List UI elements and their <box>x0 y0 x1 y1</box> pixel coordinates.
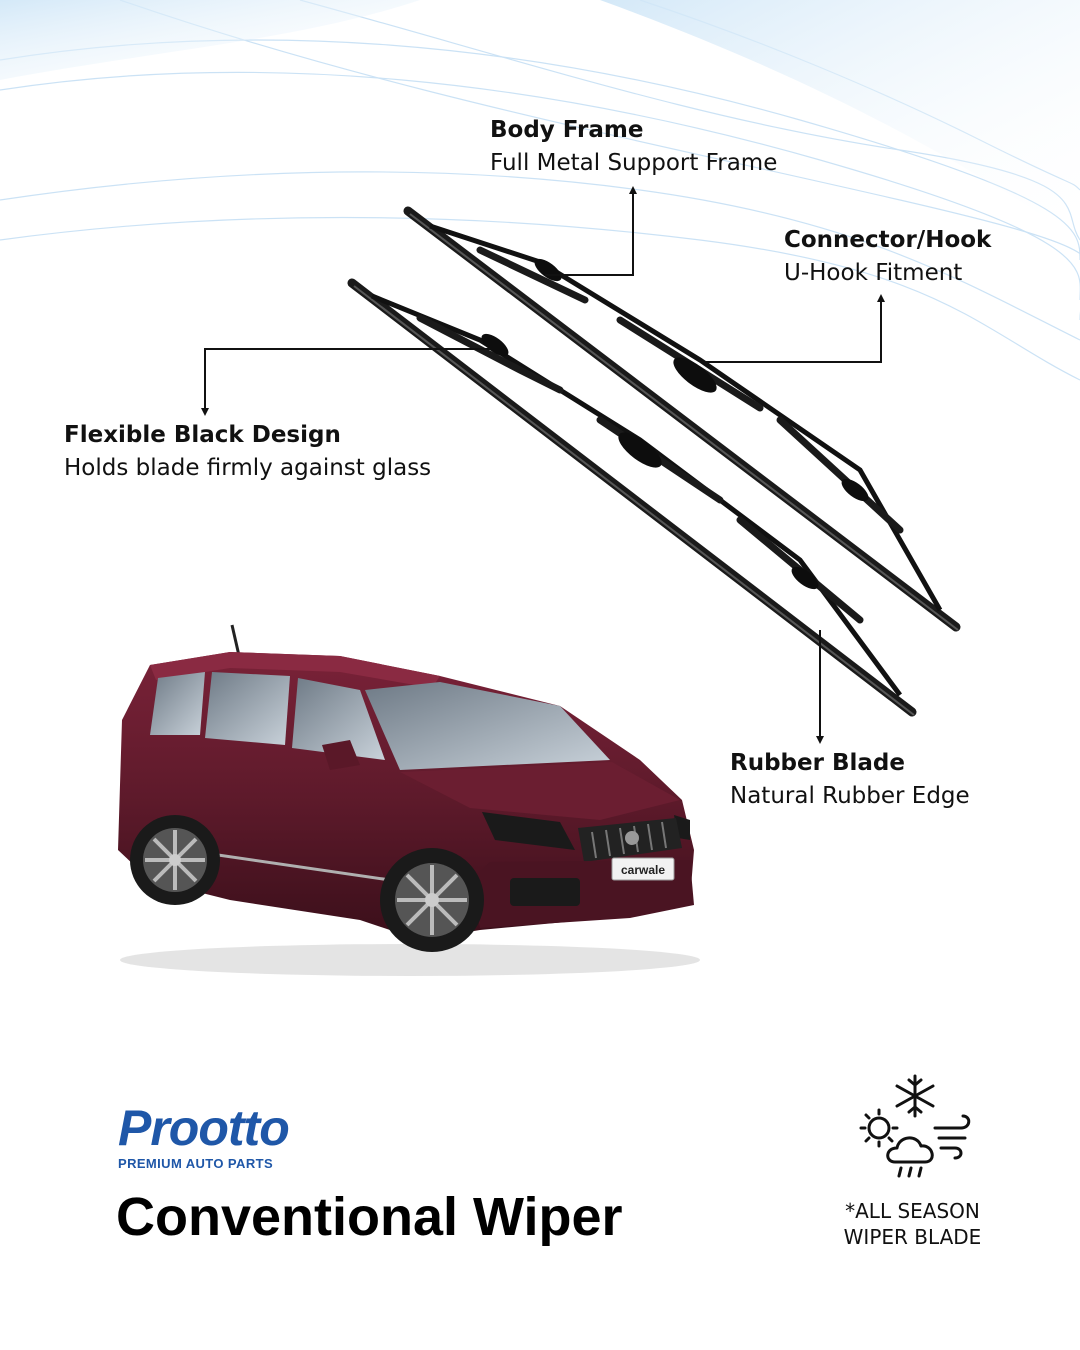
callout-flexible: Flexible Black Design Holds blade firmly… <box>64 419 431 485</box>
callout-title: Connector/Hook <box>784 227 992 253</box>
number-plate-text: carwale <box>621 863 665 877</box>
wiper-blade-upper <box>403 206 961 632</box>
season-line1: *ALL SEASON <box>845 1199 980 1223</box>
callout-title: Flexible Black Design <box>64 422 341 448</box>
callout-subtitle: Full Metal Support Frame <box>490 150 778 176</box>
callout-rubber: Rubber Blade Natural Rubber Edge <box>730 747 970 813</box>
callout-lines <box>201 186 885 744</box>
background-wave-fill <box>600 0 1080 240</box>
number-plate <box>611 857 675 881</box>
callout-body-frame: Body Frame Full Metal Support Frame <box>490 114 777 180</box>
background-wave-fill <box>0 0 420 80</box>
wiper-blade-lower <box>347 278 917 717</box>
callout-title: Body Frame <box>490 117 644 143</box>
callout-connector: Connector/Hook U-Hook Fitment <box>784 224 991 290</box>
brand-name: Prootto <box>118 1100 290 1156</box>
rubber-arrowhead <box>816 736 824 744</box>
connector-pointer <box>700 300 882 363</box>
car-illustration: carwale <box>118 624 700 976</box>
callout-subtitle: Holds blade firmly against glass <box>64 455 432 481</box>
season-line2: WIPER BLADE <box>843 1225 982 1249</box>
body-frame-arrowhead <box>629 186 637 194</box>
sun-icon <box>859 1108 899 1148</box>
callout-subtitle: U-Hook Fitment <box>784 260 963 286</box>
snowflake-icon <box>895 1074 935 1118</box>
body-frame-pointer <box>545 192 634 276</box>
weather-icon <box>859 1074 971 1178</box>
connector-arrowhead <box>877 294 885 302</box>
rear-wheel <box>130 815 220 905</box>
callout-subtitle: Natural Rubber Edge <box>730 783 970 809</box>
cloud-rain-icon <box>886 1136 934 1178</box>
brand-logo: Prootto PREMIUM AUTO PARTS <box>118 1100 290 1171</box>
product-title: Conventional Wiper <box>116 1187 623 1247</box>
brand-tagline: PREMIUM AUTO PARTS <box>118 1156 274 1171</box>
wind-icon <box>933 1114 971 1160</box>
flexible-pointer <box>204 348 490 410</box>
callout-title: Rubber Blade <box>730 750 905 776</box>
all-season-label: *ALL SEASON WIPER BLADE <box>830 1198 995 1250</box>
front-wheel <box>380 848 484 952</box>
flexible-arrowhead <box>201 408 209 416</box>
